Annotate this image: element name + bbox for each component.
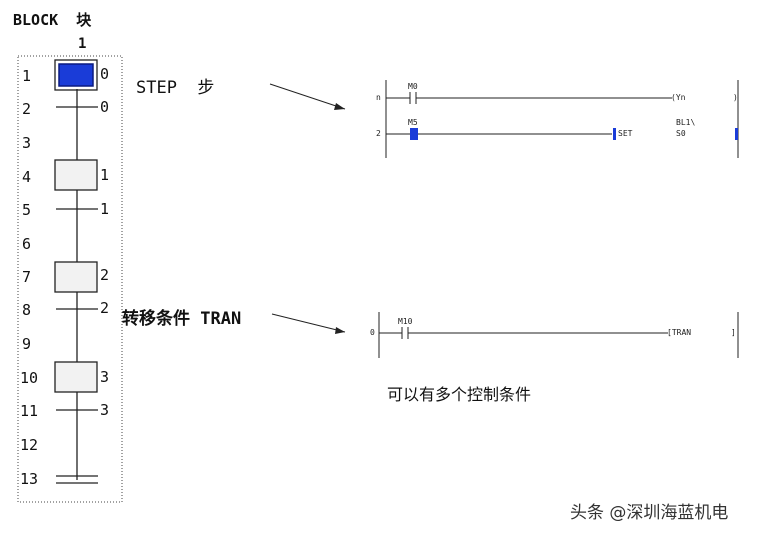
tran-contact-label: M10	[398, 317, 413, 326]
row-label-4: 4	[22, 168, 32, 186]
step-number-1: 1	[100, 166, 110, 184]
rung1-coil: (Yn	[671, 93, 686, 102]
transition-number-1: 1	[100, 200, 110, 218]
transition-number-3: 3	[100, 401, 110, 419]
step-arrow-head	[334, 103, 345, 110]
step-3-box[interactable]	[54, 361, 98, 393]
transition-label: 转移条件 TRAN	[122, 309, 242, 329]
transition-number-0: 0	[100, 98, 110, 116]
rung2-contact-active[interactable]	[410, 128, 418, 140]
row-label-2: 2	[22, 100, 32, 118]
step-2-box[interactable]	[54, 261, 98, 293]
tran-arrow-head	[335, 327, 345, 334]
rung1-coil-end: )	[733, 93, 738, 102]
block-number: 1	[78, 36, 87, 52]
rung2-operand-bottom: S0	[676, 129, 686, 138]
row-label-5: 5	[22, 201, 32, 219]
row-label-9: 9	[22, 335, 32, 353]
step-number-3: 3	[100, 368, 110, 386]
tran-rung-number: 0	[370, 328, 375, 337]
rung1-number: n	[376, 93, 381, 102]
rung2-contact-label: M5	[408, 118, 418, 127]
transition-number-2: 2	[100, 299, 110, 317]
block-title: BLOCK 块	[13, 11, 92, 29]
row-label-13: 13	[20, 470, 39, 488]
rung2-end-bracket	[735, 128, 738, 140]
step-number-2: 2	[100, 266, 110, 284]
step-number-0: 0	[100, 65, 110, 83]
rung2-set-bracket	[613, 128, 616, 140]
rung2-operand-top: BL1\	[676, 118, 696, 127]
row-label-7: 7	[22, 268, 32, 286]
row-label-10: 10	[20, 369, 39, 387]
tran-instruction: [TRAN	[667, 328, 692, 337]
watermark: 头条 @深圳海蓝机电	[570, 503, 729, 523]
initial-step-active[interactable]	[58, 63, 94, 87]
step-label: STEP 步	[136, 78, 215, 98]
tran-arrow-line	[271, 313, 346, 333]
step-arrow-line	[269, 83, 346, 110]
row-label-11: 11	[20, 402, 39, 420]
row-label-12: 12	[20, 436, 39, 454]
tran-end-bracket: ]	[731, 328, 736, 337]
rung2-instruction: SET	[618, 129, 633, 138]
note-text: 可以有多个控制条件	[387, 385, 532, 404]
rung2-number: 2	[376, 129, 381, 138]
row-label-6: 6	[22, 235, 32, 253]
initial-step-outer	[54, 59, 98, 91]
step-1-box[interactable]	[54, 159, 98, 191]
row-label-3: 3	[22, 134, 32, 152]
row-label-1: 1	[22, 67, 32, 85]
rung1-contact-label: M0	[408, 82, 418, 91]
block-frame	[17, 55, 123, 503]
row-label-8: 8	[22, 301, 32, 319]
